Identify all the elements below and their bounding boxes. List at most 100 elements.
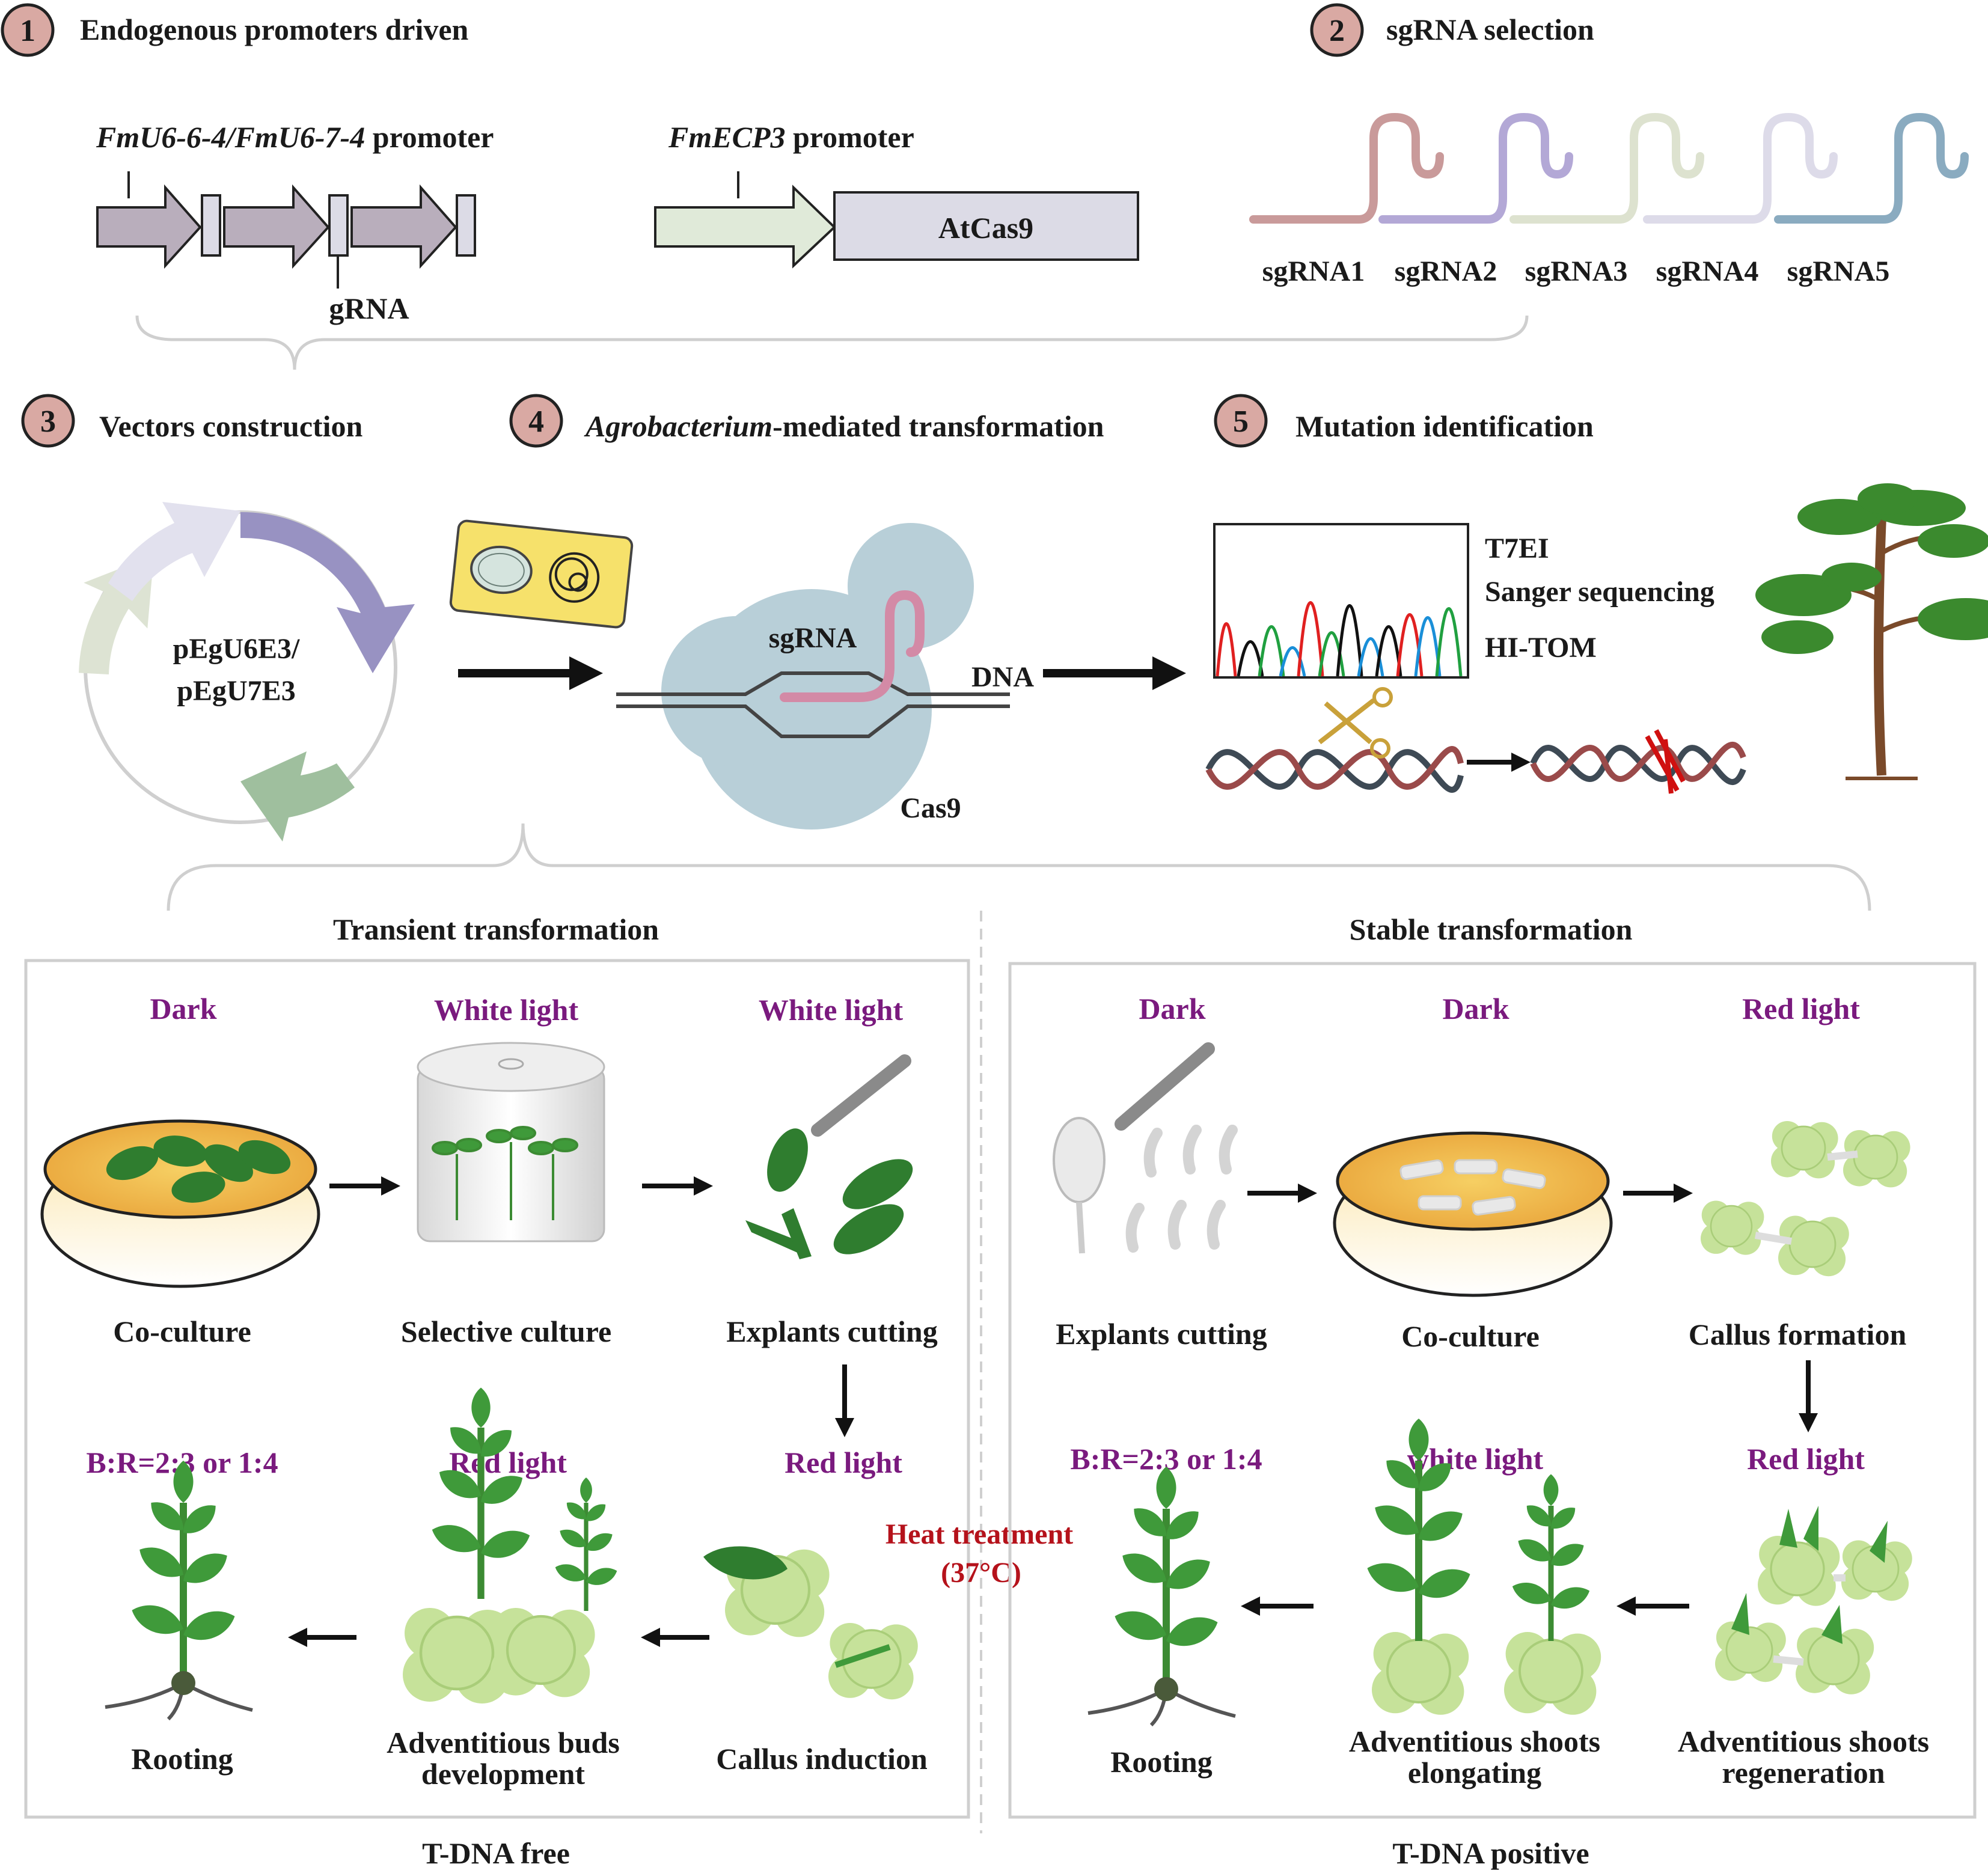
step-1: 1 Endogenous promoters driven (1, 3, 469, 57)
scalpel-icon (811, 1054, 911, 1137)
stable-scalpel-icon (1115, 1042, 1215, 1131)
sgrna-3-shape (1509, 112, 1704, 224)
stable-panel (1008, 962, 1977, 1819)
stable-shoots-regeneration (1714, 1506, 1913, 1696)
step-2-title: sgRNA selection (1386, 13, 1594, 46)
sgrna-1-shape (1249, 112, 1444, 224)
grna-label: gRNA (329, 292, 409, 325)
stable-top-condition-2: Dark (1442, 992, 1509, 1025)
transient-top-condition-2: White light (434, 993, 579, 1027)
explants-leaves (745, 1054, 913, 1259)
step-4-title: Agrobacterium-mediated transformation (584, 409, 1104, 443)
method-sanger: Sanger sequencing (1485, 576, 1714, 608)
ecp3-arrow (654, 185, 836, 269)
sgrna-2-shape (1378, 112, 1573, 224)
stable-bottom-condition-3: Red light (1747, 1442, 1865, 1476)
plasmid-name-line1: pEgU6E3/ (173, 633, 300, 665)
transient-buds (403, 1388, 620, 1704)
transient-top-condition-3: White light (759, 993, 904, 1027)
stable-callus-formation (1699, 1120, 1911, 1277)
plasmid-vector: pEgU6E3/ pEgU7E3 (79, 502, 415, 842)
stable-footer: T-DNA positive (1392, 1836, 1589, 1870)
step-1-number: 1 (20, 14, 35, 48)
complex-dna-label: DNA (971, 661, 1034, 693)
plasmid-segment-blue (240, 512, 415, 673)
sgrna-2-label: sgRNA2 (1395, 255, 1497, 287)
sgrna-1: sgRNA1 (1249, 112, 1444, 287)
dna-helix-mutated (1530, 729, 1746, 794)
step-2-number: 2 (1329, 14, 1345, 48)
u6-arrow-1 (96, 184, 202, 269)
method-hitom: HI-TOM (1485, 632, 1597, 664)
ecp3-promoter-name: FmECP3 (668, 120, 785, 154)
transient-top-label-3: Explants cutting (726, 1315, 937, 1348)
transient-header: Transient transformation (333, 912, 659, 946)
complex-cas9-label: Cas9 (900, 792, 961, 824)
chromatogram (1213, 523, 1469, 679)
transient-panel (24, 959, 970, 1819)
stable-bottom-label-3-line1: Adventitious shoots (1678, 1725, 1929, 1758)
transient-rooting-plant (105, 1461, 253, 1721)
stable-top-condition-1: Dark (1139, 992, 1205, 1025)
transient-top-label-2: Selective culture (401, 1315, 611, 1348)
ecp3-promoter-construct: FmECP3 promoter AtCas9 (654, 120, 1139, 269)
grna-box-3 (456, 194, 476, 257)
transient-top-condition-1: Dark (150, 992, 216, 1025)
step-3-badge (21, 394, 75, 448)
step-4-number: 4 (528, 405, 544, 439)
stable-top-condition-3: Red light (1742, 992, 1860, 1025)
stable-top-label-3: Callus formation (1689, 1318, 1907, 1351)
stable-header: Stable transformation (1350, 912, 1633, 946)
agrobacterium-card (449, 519, 634, 629)
u6-promoter-label: FmU6-6-4/FmU6-7-4 promoter (96, 120, 494, 154)
step-4-title-rest: -mediated transformation (772, 409, 1104, 443)
step-4-badge (509, 394, 563, 448)
step-3: 3 Vectors construction (21, 394, 363, 448)
sgrna-4-label: sgRNA4 (1656, 255, 1759, 287)
heat-treatment-line1: Heat treatment (885, 1518, 1073, 1550)
transient-bottom-label-1: Rooting (131, 1742, 233, 1776)
step-4-title-italic: Agrobacterium (584, 409, 772, 443)
plasmid-segment-green (240, 751, 355, 842)
heat-treatment-line2: (37°C) (941, 1557, 1021, 1589)
sgrna-5-shape (1774, 112, 1969, 224)
step-5-number: 5 (1233, 405, 1249, 439)
brace-top (135, 315, 1529, 370)
atcas9-box (833, 191, 1139, 261)
culture-jar (417, 1042, 605, 1242)
transient-callus (703, 1546, 919, 1700)
transient-top-label-1: Co-culture (113, 1315, 251, 1348)
transient-bottom-condition-3: Red light (784, 1446, 902, 1479)
step-5-badge (1214, 394, 1268, 448)
stable-bottom-label-1: Rooting (1110, 1745, 1212, 1779)
sgrna-4-shape (1643, 112, 1838, 224)
stable-top-label-2: Co-culture (1401, 1319, 1540, 1353)
ecp3-promoter-label: FmECP3 promoter (668, 120, 914, 154)
sgrna-5-label: sgRNA5 (1787, 255, 1890, 287)
u6-promoter-construct: FmU6-6-4/FmU6-7-4 promoter gRNA (96, 120, 494, 325)
u6-promoter-suffix: promoter (365, 120, 494, 154)
mutation-mark (1645, 729, 1686, 794)
brace-bottom (167, 823, 1871, 911)
step-4: 4 Agrobacterium-mediated transformation (509, 394, 1104, 448)
sgrna-2: sgRNA2 (1378, 112, 1573, 287)
step-3-number: 3 (40, 405, 56, 439)
step-3-title: Vectors construction (99, 409, 363, 443)
stable-bottom-label-2-line2: elongating (1408, 1756, 1541, 1789)
plant-tree (1755, 483, 1988, 780)
step-5: 5 Mutation identification (1214, 394, 1594, 448)
stable-rooting-plant (1087, 1467, 1236, 1727)
sgrna-1-label: sgRNA1 (1262, 255, 1365, 287)
grna-box-2 (328, 194, 349, 257)
stable-petri-dish (1333, 1131, 1613, 1297)
dna-strand-top (616, 671, 1010, 696)
transient-bottom-label-3: Callus induction (716, 1742, 928, 1776)
step-1-title: Endogenous promoters driven (80, 13, 469, 46)
dna-strand-bottom (616, 704, 1010, 738)
stable-bottom-label-2-line1: Adventitious shoots (1349, 1725, 1600, 1758)
complex-sgrna-label: sgRNA (769, 622, 857, 654)
cas9-complex: sgRNA DNA Cas9 (616, 523, 1034, 830)
stable-explants (1053, 1042, 1238, 1254)
atcas9-label: AtCas9 (938, 211, 1033, 245)
